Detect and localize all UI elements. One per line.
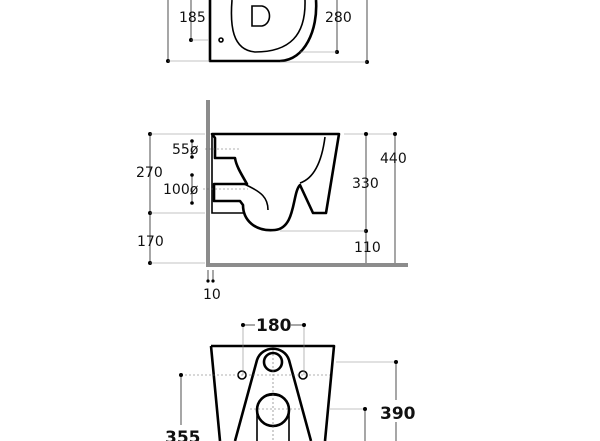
fixing-point — [218, 37, 224, 43]
rim-inner — [299, 136, 326, 184]
side-view: 270 55ø 100ø 170 440 330 110 10 — [136, 100, 408, 303]
dim-330: 330 — [352, 176, 379, 192]
top-view: 185 280 — [166, 0, 369, 64]
dim-440: 440 — [380, 151, 407, 167]
dim-355: 355 — [165, 428, 201, 441]
dim-110: 110 — [354, 240, 381, 256]
seat-hole — [251, 5, 271, 27]
top-outline — [208, 0, 318, 63]
dim-390: 390 — [380, 404, 416, 424]
side-outline — [210, 132, 341, 232]
front-outline — [209, 344, 336, 441]
wall — [206, 100, 210, 267]
bowl-rim — [230, 0, 306, 53]
dim-270: 270 — [136, 165, 163, 181]
back-face — [211, 134, 243, 214]
arch — [233, 347, 313, 441]
dim-55: 55ø — [172, 142, 199, 158]
front-view: 180 355 390 — [165, 316, 416, 441]
dim-280: 280 — [325, 10, 352, 26]
trap-inner — [243, 183, 269, 211]
dim-10: 10 — [203, 287, 221, 303]
dim-180: 180 — [256, 316, 292, 336]
dim-170: 170 — [137, 234, 164, 250]
dim-185: 185 — [179, 10, 206, 26]
dim-100: 100ø — [163, 182, 199, 198]
floor — [206, 263, 408, 267]
